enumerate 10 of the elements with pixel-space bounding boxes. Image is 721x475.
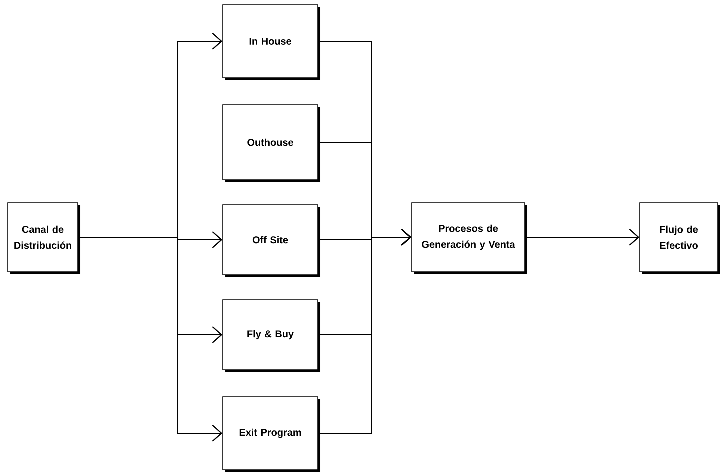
arrow	[318, 229, 412, 434]
process-box: Flujo de Efectivo	[640, 202, 720, 274]
process-box: Procesos de Generación y Venta	[412, 202, 528, 274]
process-box: Off Site	[222, 204, 320, 278]
process-box: Outhouse	[222, 104, 320, 182]
process-box: Canal de Distribución	[8, 202, 80, 274]
process-box: Fly & Buy	[222, 300, 320, 372]
process-box: Exit Program	[222, 396, 320, 472]
arrow	[524, 229, 640, 246]
process-box: In House	[222, 4, 320, 80]
